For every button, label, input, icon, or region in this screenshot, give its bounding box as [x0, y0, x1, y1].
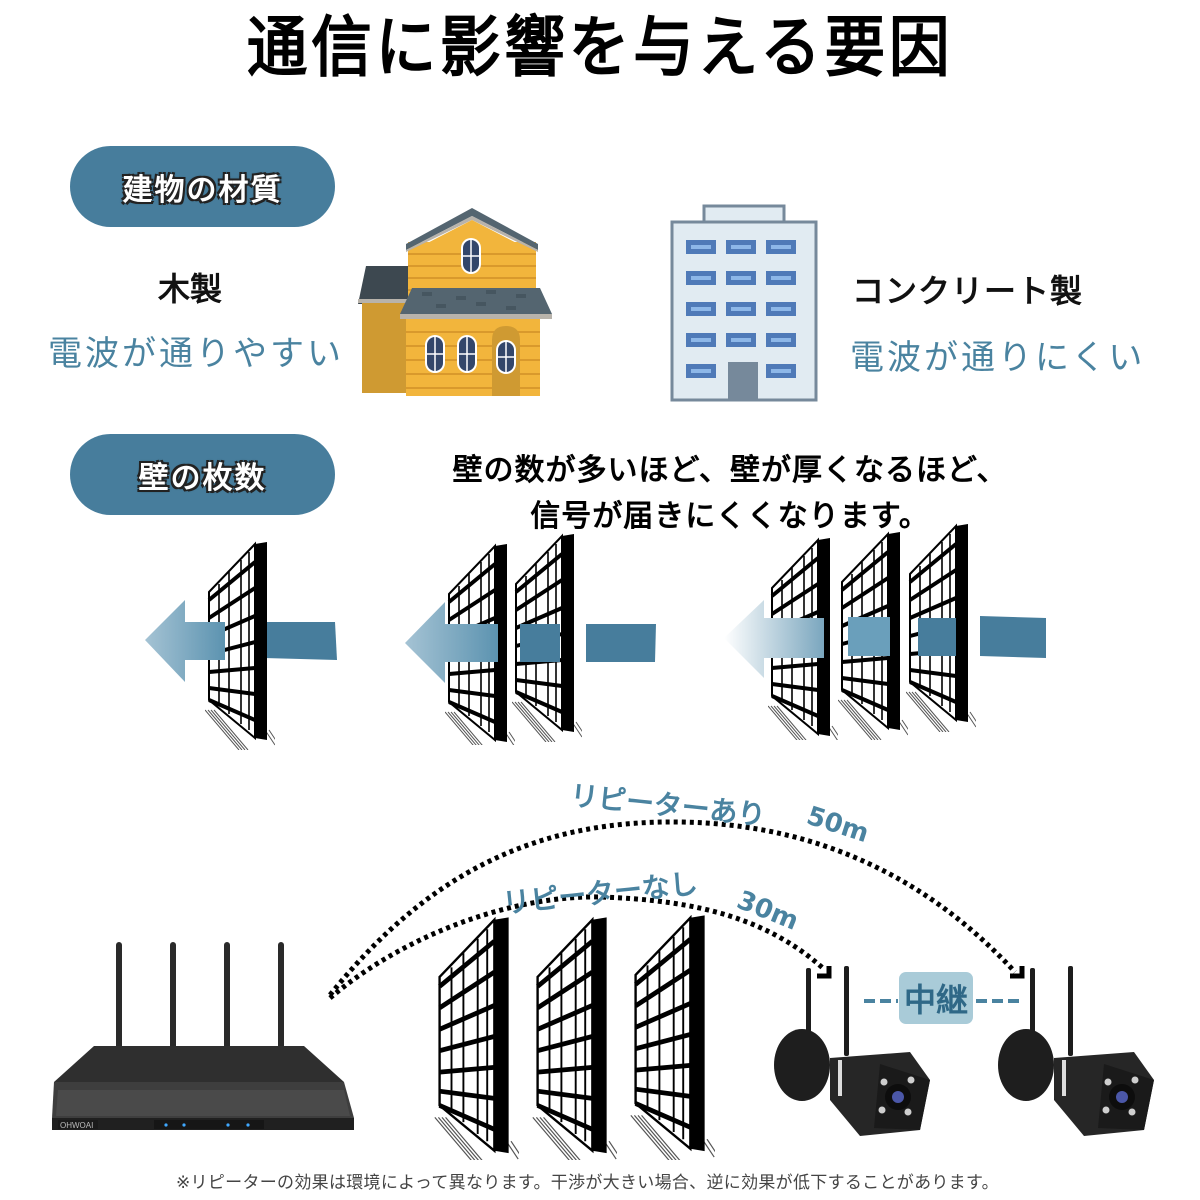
section-pill-label: 壁の枚数 — [138, 460, 267, 496]
wood-title: 木製 — [158, 270, 223, 308]
walls-description-line2: 信号が届きにくくなります。 — [530, 499, 930, 534]
section-pill-material: 建物の材質 — [70, 146, 335, 227]
wall-diagram-2 — [405, 532, 656, 745]
concrete-building-icon — [670, 204, 818, 402]
walls-description-line1: 壁の数が多いほど、壁が厚くなるほど、 — [452, 453, 1008, 488]
camera-2-icon — [998, 966, 1154, 1136]
walls-description: 壁の数が多いほど、壁が厚くなるほど、 信号が届きにくくなります。 — [380, 448, 1080, 540]
relay-badge: 中継 — [899, 972, 973, 1024]
camera-1-icon — [774, 966, 930, 1136]
concrete-description: 電波が通りにくい — [850, 338, 1146, 378]
footnote: ※リピーターの効果は環境によって異なります。干渉が大きい場合、逆に効果が低下する… — [176, 1173, 999, 1193]
nvr-brand-label: OHWOAI — [60, 1121, 93, 1130]
section-pill-label: 建物の材質 — [122, 172, 283, 208]
wall-diagram-3 — [724, 522, 1046, 740]
arrowhead-icon — [1010, 966, 1025, 979]
page-title: 通信に影響を与える要因 — [246, 9, 954, 86]
nvr-recorder-icon: OHWOAI — [52, 942, 354, 1130]
wall-diagram-1 — [145, 540, 337, 750]
relay-dash-right — [976, 999, 1020, 1003]
section-pill-walls: 壁の枚数 — [70, 434, 335, 515]
arrowhead-icon — [817, 966, 832, 979]
wooden-house-icon — [358, 208, 552, 396]
wood-description: 電波が通りやすい — [48, 334, 344, 374]
relay-dash-left — [864, 999, 898, 1003]
concrete-title: コンクリート製 — [852, 272, 1084, 310]
walls-obstacle-group — [430, 915, 730, 1160]
